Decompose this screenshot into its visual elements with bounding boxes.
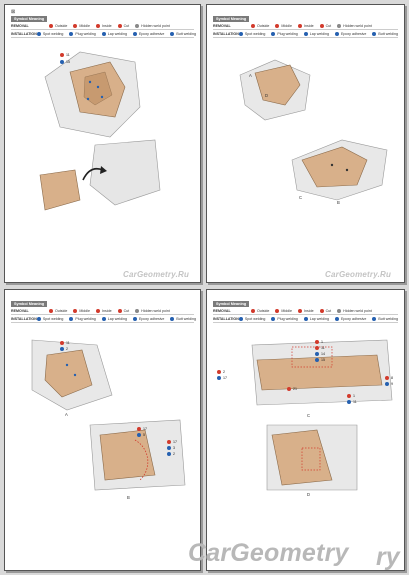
callout-11: 11	[60, 53, 70, 57]
epoxy-icon	[132, 31, 137, 36]
svg-text:ry: ry	[376, 543, 401, 571]
watermark: CarGeometry.Ru	[325, 270, 392, 279]
body-panel-illustration-4	[291, 139, 388, 201]
spot-weld-icon	[238, 31, 243, 36]
hidden-weld-icon	[135, 23, 140, 28]
spot-weld-icon	[36, 31, 41, 36]
body-panel-illustration-6	[89, 419, 186, 491]
cut-icon	[319, 308, 324, 313]
outside-icon	[251, 23, 255, 28]
footer-watermark: CarGeometry	[188, 539, 349, 567]
epoxy-icon	[334, 316, 339, 321]
symbol-legend: Symbol Meaning REMOVAL Outside Middle In…	[213, 16, 398, 38]
lap-weld-icon	[101, 316, 106, 321]
plug-weld-icon	[271, 31, 276, 36]
cut-icon	[117, 308, 122, 313]
inside-icon	[297, 308, 302, 313]
view-label-c: C	[307, 413, 311, 418]
callout-15: 15	[60, 60, 70, 64]
middle-icon	[73, 308, 78, 313]
plug-weld-icon	[271, 316, 276, 321]
hidden-weld-icon	[135, 308, 140, 313]
middle-icon	[275, 23, 280, 28]
legend-removal-row: REMOVAL Outside Middle Inside Cut Hidden…	[11, 22, 194, 30]
lap-weld-icon	[303, 316, 308, 321]
butt-weld-icon	[170, 316, 175, 321]
body-panel-illustration-5	[31, 339, 113, 411]
view-label-b: B	[127, 495, 130, 500]
inside-icon	[95, 308, 100, 313]
body-panel-illustration-3	[239, 59, 311, 121]
body-panel-illustration-2	[39, 139, 161, 211]
manual-page-3: Symbol Meaning REMOVAL Outside Middle In…	[4, 289, 201, 571]
hidden-weld-icon	[337, 308, 342, 313]
legend-installation-row: INSTALLATION Spot welding Plug welding L…	[11, 30, 196, 38]
manual-page-1: ⊠ Symbol Meaning REMOVAL Outside Middle …	[4, 4, 201, 283]
inside-icon	[95, 23, 100, 28]
outside-icon	[49, 308, 53, 313]
cut-icon	[117, 23, 122, 28]
hidden-weld-icon	[337, 23, 342, 28]
spot-weld-icon	[36, 316, 41, 321]
view-label-c: C	[299, 195, 303, 200]
manual-page-4: Symbol Meaning REMOVAL Outside Middle In…	[206, 289, 405, 571]
middle-icon	[275, 308, 280, 313]
view-label-d: D	[307, 492, 311, 497]
butt-weld-icon	[372, 31, 377, 36]
outside-icon	[49, 23, 53, 28]
lap-weld-icon	[101, 31, 106, 36]
plug-weld-icon	[69, 316, 74, 321]
plug-weld-icon	[69, 31, 74, 36]
corner-mark: ⊠	[11, 9, 16, 15]
symbol-legend: Symbol Meaning REMOVAL Outside Middle In…	[11, 16, 196, 38]
legend-title: Symbol Meaning	[11, 16, 48, 22]
symbol-legend: Symbol Meaning REMOVAL Outside Middle In…	[11, 301, 196, 323]
middle-icon	[73, 23, 78, 28]
manual-page-2: Symbol Meaning REMOVAL Outside Middle In…	[206, 4, 405, 283]
body-panel-illustration-8	[266, 424, 358, 491]
spot-weld-icon	[238, 316, 243, 321]
epoxy-icon	[132, 316, 137, 321]
view-label-a: A	[249, 73, 252, 78]
lap-weld-icon	[303, 31, 308, 36]
view-label-a: A	[65, 412, 68, 417]
watermark: CarGeometry.Ru	[123, 270, 190, 279]
butt-weld-icon	[372, 316, 377, 321]
outside-icon	[251, 308, 255, 313]
symbol-legend: Symbol Meaning REMOVAL Outside Middle In…	[213, 301, 398, 323]
view-label-d: D	[265, 93, 269, 98]
view-label-b: B	[337, 200, 340, 205]
inside-icon	[297, 23, 302, 28]
body-panel-illustration-1	[44, 51, 141, 138]
cut-icon	[319, 23, 324, 28]
epoxy-icon	[334, 31, 339, 36]
footer-watermark-suffix: ry	[376, 543, 401, 571]
butt-weld-icon	[170, 31, 175, 36]
